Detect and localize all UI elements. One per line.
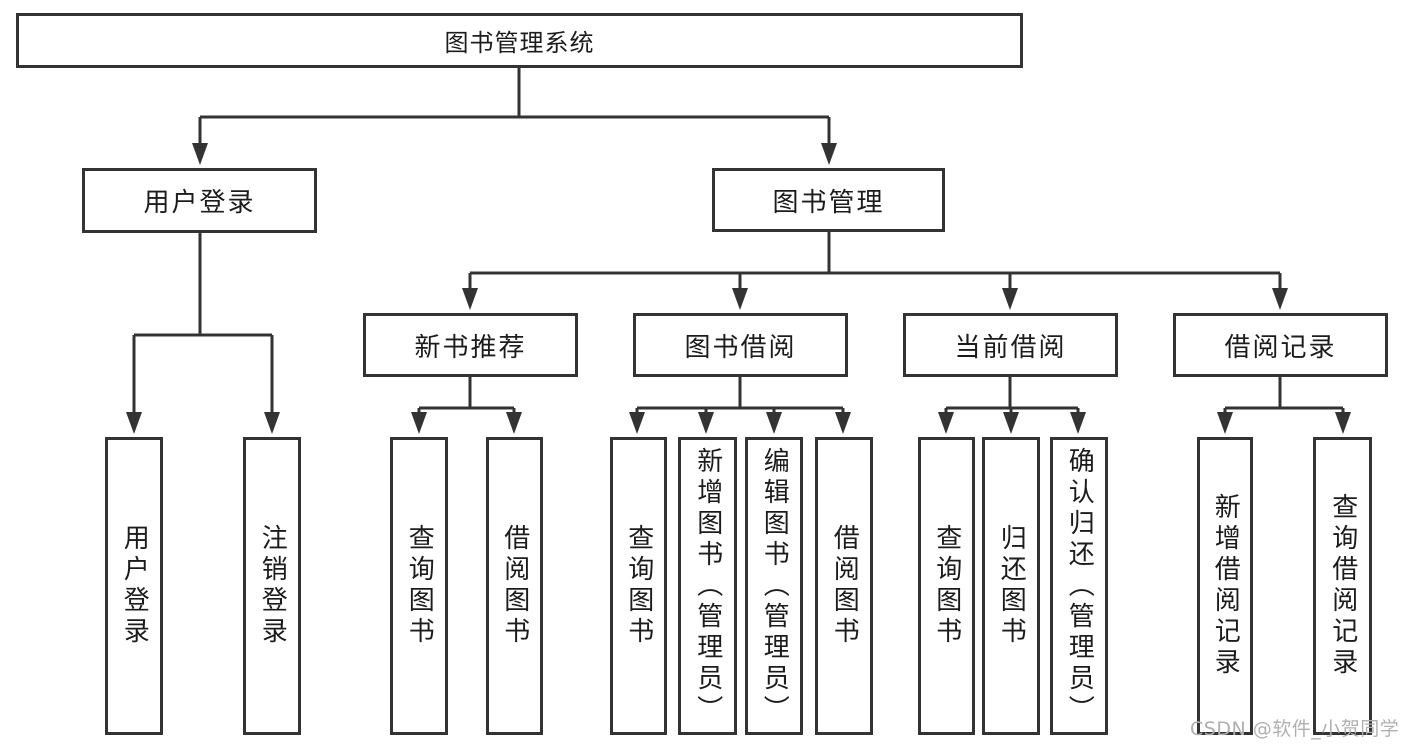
diagram-node-root: 图书管理系统 bbox=[16, 13, 1023, 68]
diagram-node-logout: 注销登录 bbox=[243, 437, 301, 735]
connector-group-0 bbox=[192, 68, 837, 165]
watermark: CSDN @软件_小贺同学 bbox=[1190, 718, 1400, 740]
node-label: 查询借阅记录 bbox=[1327, 493, 1358, 679]
node-label: 借阅记录 bbox=[1224, 332, 1337, 363]
diagram-node-borrow-books-1: 借阅图书 bbox=[486, 437, 543, 735]
node-label: 图书管理系统 bbox=[444, 29, 595, 57]
connector-group-1 bbox=[126, 233, 280, 434]
diagram-node-current-borrow: 当前借阅 bbox=[903, 313, 1118, 377]
diagram-node-book-mgmt: 图书管理 bbox=[712, 168, 945, 232]
diagram-node-borrow-books-2: 借阅图书 bbox=[815, 437, 873, 735]
node-label: 借阅图书 bbox=[829, 524, 860, 648]
diagram-node-query-books-1: 查询图书 bbox=[390, 437, 448, 735]
connector-group-2 bbox=[462, 232, 1288, 310]
node-label: 编辑图书（管理员） bbox=[759, 446, 790, 726]
node-label: 注销登录 bbox=[257, 524, 288, 648]
node-label: 查询图书 bbox=[931, 524, 962, 648]
node-label: 查询图书 bbox=[623, 524, 654, 648]
node-label: 图书借阅 bbox=[684, 332, 797, 363]
diagram-node-borrow-records: 借阅记录 bbox=[1173, 313, 1388, 377]
node-label: 借阅图书 bbox=[499, 524, 530, 648]
diagram-node-confirm-return: 确认归还（管理员） bbox=[1050, 437, 1108, 735]
diagram-node-add-borrow-record: 新增借阅记录 bbox=[1197, 437, 1253, 735]
diagram-node-edit-books: 编辑图书（管理员） bbox=[745, 437, 803, 735]
node-label: 新书推荐 bbox=[414, 332, 527, 363]
node-label: 新增图书（管理员） bbox=[692, 446, 723, 726]
diagram-node-new-book-rec: 新书推荐 bbox=[363, 313, 578, 377]
node-label: 归还图书 bbox=[996, 524, 1027, 648]
diagram-node-user-login-group: 用户登录 bbox=[82, 168, 317, 233]
node-label: 确认归还（管理员） bbox=[1064, 446, 1095, 726]
connector-group-5 bbox=[938, 377, 1086, 434]
diagram-node-add-books: 新增图书（管理员） bbox=[678, 437, 737, 735]
node-label: 用户登录 bbox=[143, 188, 256, 218]
diagram-node-query-books-3: 查询图书 bbox=[918, 437, 975, 735]
diagram-node-user-login: 用户登录 bbox=[105, 437, 163, 735]
node-label: 当前借阅 bbox=[954, 332, 1067, 363]
connector-group-6 bbox=[1217, 377, 1351, 434]
connector-group-3 bbox=[411, 377, 522, 434]
node-label: 新增借阅记录 bbox=[1210, 493, 1241, 679]
node-label: 用户登录 bbox=[119, 524, 150, 648]
diagram-node-query-books-2: 查询图书 bbox=[610, 437, 667, 735]
diagram-node-query-borrow-record: 查询借阅记录 bbox=[1313, 437, 1372, 735]
node-label: 查询图书 bbox=[404, 524, 435, 648]
connector-group-4 bbox=[629, 377, 851, 434]
node-label: 图书管理 bbox=[772, 187, 885, 218]
diagram-node-return-books: 归还图书 bbox=[982, 437, 1040, 735]
diagram-node-book-borrow: 图书借阅 bbox=[633, 313, 848, 377]
